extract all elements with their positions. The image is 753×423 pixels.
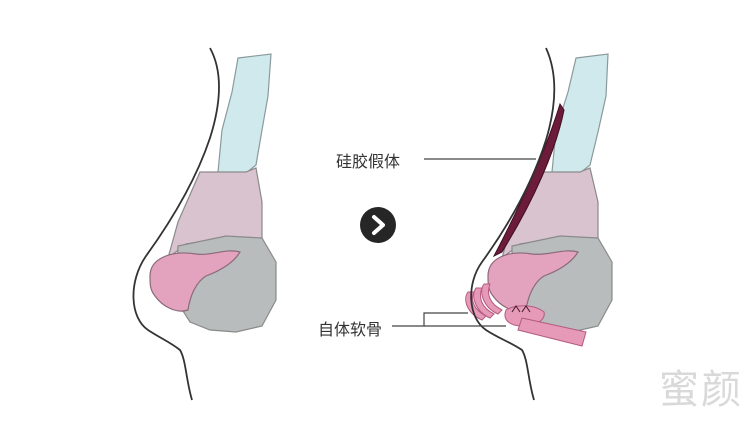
label-autologous-cartilage: 自体软骨 [318,320,383,339]
label-silicone-implant: 硅胶假体 [336,152,401,171]
graft-stitches [511,305,531,313]
alar-cartilage-after [487,250,579,312]
alar-cartilage-before [149,250,241,312]
cartilage-leader-line [392,312,468,327]
columella-strut [517,317,587,347]
chevron-right-icon [372,215,385,235]
skin-profile-after [470,47,556,401]
watermark: 蜜颜 [659,367,743,413]
skin-profile-before [132,47,220,401]
nose-after [465,47,613,401]
nose-before [132,47,277,401]
nasal-bone-before [217,53,272,174]
transition-arrow [360,207,396,243]
